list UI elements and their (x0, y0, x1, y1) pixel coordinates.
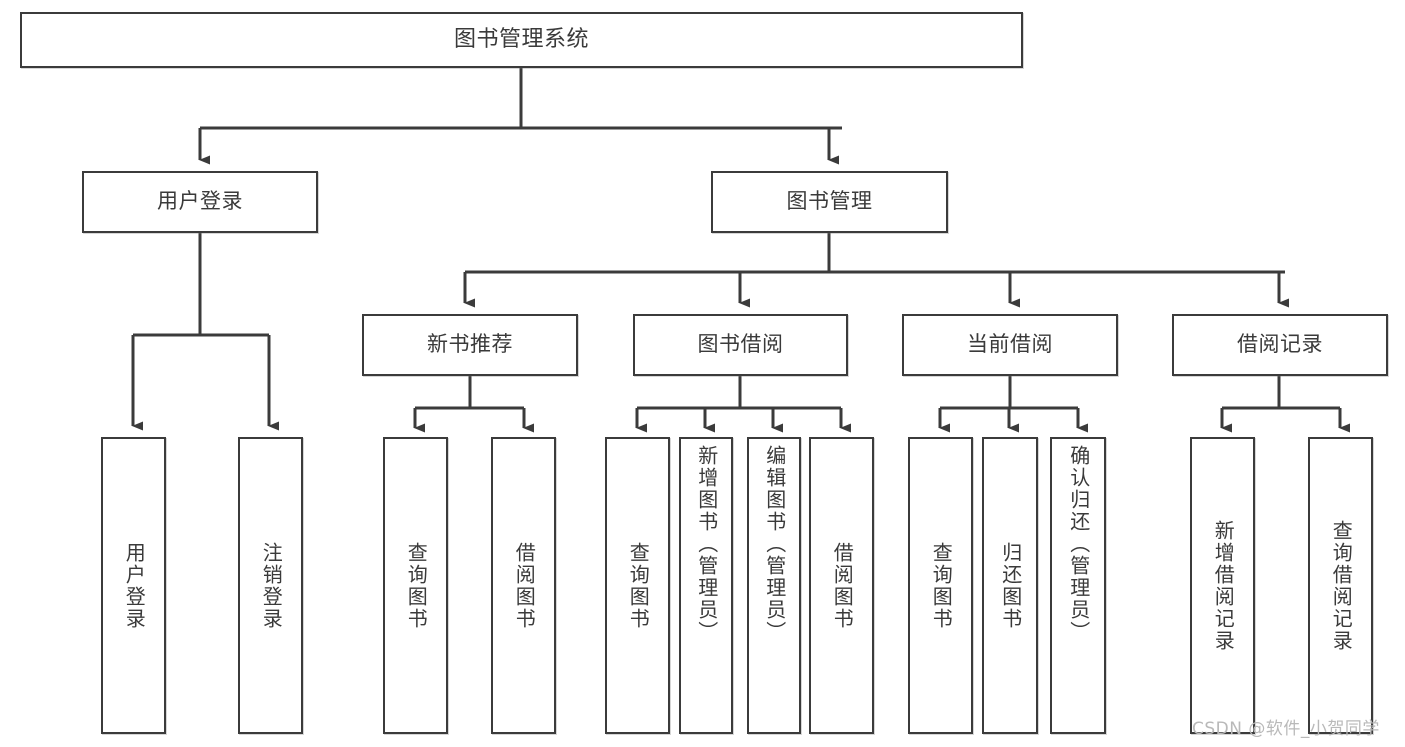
node-leaf-query-book-3[interactable]: 查询图书 (908, 437, 973, 734)
node-book-manage[interactable]: 图书管理 (711, 171, 948, 233)
node-borrow-record-label: 借阅记录 (1237, 332, 1323, 357)
node-leaf-edit-book-label: 编辑图书（管理员） (762, 445, 787, 643)
node-root-label: 图书管理系统 (453, 26, 589, 52)
node-leaf-borrow-book-1[interactable]: 借阅图书 (491, 437, 556, 734)
node-leaf-add-record[interactable]: 新增借阅记录 (1190, 437, 1255, 734)
node-leaf-return-book-label: 归还图书 (998, 541, 1023, 630)
node-leaf-add-book[interactable]: 新增图书（管理员） (679, 437, 733, 734)
node-leaf-borrow-book-1-label: 借阅图书 (512, 541, 537, 630)
node-root[interactable]: 图书管理系统 (20, 12, 1023, 68)
node-leaf-add-record-label: 新增借阅记录 (1211, 519, 1236, 652)
node-leaf-add-book-label: 新增图书（管理员） (694, 445, 719, 643)
node-leaf-confirm-return-label: 确认归还（管理员） (1066, 445, 1091, 643)
node-user-login-label: 用户登录 (157, 189, 243, 214)
node-leaf-logout-login-label: 注销登录 (259, 541, 284, 630)
node-new-book-recommend-label: 新书推荐 (427, 332, 513, 357)
node-current-borrow[interactable]: 当前借阅 (902, 314, 1118, 376)
node-leaf-confirm-return[interactable]: 确认归还（管理员） (1050, 437, 1106, 734)
node-leaf-return-book[interactable]: 归还图书 (982, 437, 1038, 734)
node-leaf-query-book-3-label: 查询图书 (929, 541, 954, 630)
node-leaf-edit-book[interactable]: 编辑图书（管理员） (747, 437, 801, 734)
node-leaf-query-record-label: 查询借阅记录 (1329, 519, 1354, 652)
csdn-watermark: CSDN @软件_小贺同学 (1192, 714, 1380, 739)
node-book-manage-label: 图书管理 (786, 189, 873, 214)
node-current-borrow-label: 当前借阅 (967, 332, 1053, 357)
node-leaf-query-book-2[interactable]: 查询图书 (605, 437, 670, 734)
node-leaf-query-book-1-label: 查询图书 (404, 541, 429, 630)
node-leaf-borrow-book-2-label: 借阅图书 (830, 541, 855, 630)
node-user-login[interactable]: 用户登录 (82, 171, 318, 233)
node-book-borrow-label: 图书借阅 (697, 332, 784, 357)
node-leaf-borrow-book-2[interactable]: 借阅图书 (809, 437, 874, 734)
csdn-watermark-text: CSDN @软件_小贺同学 (1192, 719, 1380, 739)
node-borrow-record[interactable]: 借阅记录 (1172, 314, 1388, 376)
node-leaf-query-book-1[interactable]: 查询图书 (383, 437, 448, 734)
node-new-book-recommend[interactable]: 新书推荐 (362, 314, 578, 376)
node-leaf-query-book-2-label: 查询图书 (626, 541, 651, 630)
node-leaf-user-login-label: 用户登录 (122, 541, 147, 630)
node-leaf-user-login[interactable]: 用户登录 (101, 437, 166, 734)
node-leaf-logout-login[interactable]: 注销登录 (238, 437, 303, 734)
node-leaf-query-record[interactable]: 查询借阅记录 (1308, 437, 1373, 734)
node-book-borrow[interactable]: 图书借阅 (633, 314, 848, 376)
